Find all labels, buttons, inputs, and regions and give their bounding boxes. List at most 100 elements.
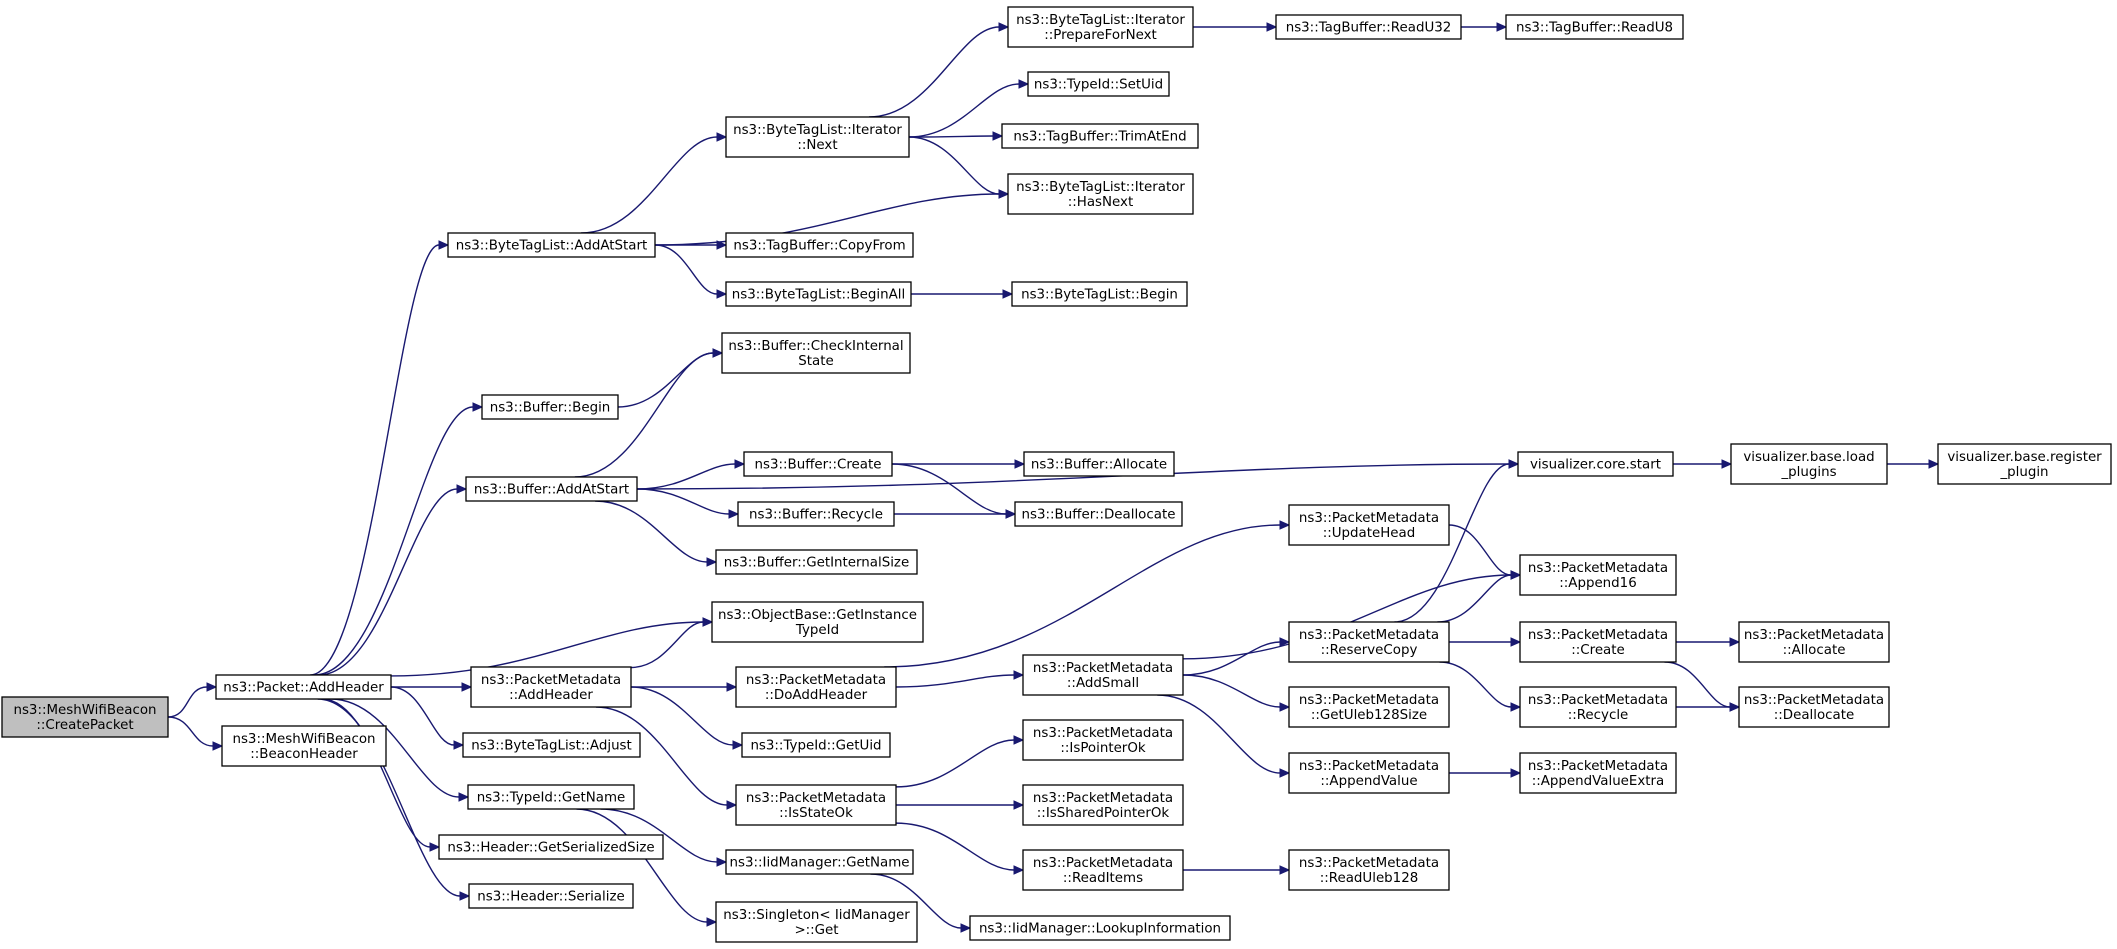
edge-pm-update-head-to-pm-append16 [1448, 524, 1522, 580]
node-root[interactable]: ns3::MeshWifiBeacon::CreatePacket [1, 696, 169, 738]
node-box [725, 849, 914, 875]
node-label: _plugin [1999, 465, 2048, 480]
node-btli-has-next[interactable]: ns3::ByteTagList::Iterator::HasNext [1007, 173, 1194, 215]
node-type-id-get-uid[interactable]: ns3::TypeId::GetUid [741, 732, 891, 758]
node-buf-add-at-start[interactable]: ns3::Buffer::AddAtStart [465, 476, 638, 502]
node-buf-get-internal-size[interactable]: ns3::Buffer::GetInternalSize [715, 549, 918, 575]
arrowhead [716, 857, 728, 867]
node-pm-is-shared-pointer-ok[interactable]: ns3::PacketMetadata::IsSharedPointerOk [1022, 784, 1184, 826]
node-label: ns3::Header::GetSerializedSize [447, 841, 654, 856]
node-iid-get-name[interactable]: ns3::IidManager::GetName [725, 849, 914, 875]
node-box [1738, 621, 1890, 663]
node-tb-read-u32[interactable]: ns3::TagBuffer::ReadU32 [1275, 14, 1462, 40]
node-btli-next[interactable]: ns3::ByteTagList::Iterator::Next [725, 116, 910, 158]
node-buf-recycle[interactable]: ns3::Buffer::Recycle [737, 501, 895, 527]
node-box [447, 232, 656, 258]
edge-pm-add-header-to-get-instance-type-id [630, 617, 714, 669]
node-pm-recycle[interactable]: ns3::PacketMetadata::Recycle [1519, 686, 1677, 728]
node-label: ns3::ByteTagList::AddAtStart [456, 239, 648, 254]
node-label: ::Recycle [1568, 708, 1629, 723]
edge-add-header-to-hdr-serialize [317, 698, 471, 901]
node-pm-create[interactable]: ns3::PacketMetadata::Create [1519, 621, 1677, 663]
edge-buf-recycle-to-buf-deallocate [893, 509, 1017, 519]
nodes-layer: ns3::MeshWifiBeacon::CreatePacketns3::Pa… [1, 6, 2112, 943]
node-pm-reserve-copy[interactable]: ns3::PacketMetadata::ReserveCopy [1288, 621, 1450, 663]
node-pm-allocate[interactable]: ns3::PacketMetadata::Allocate [1738, 621, 1890, 663]
node-add-header[interactable]: ns3::Packet::AddHeader [215, 674, 392, 700]
node-label: ns3::PacketMetadata [746, 791, 886, 806]
node-label: ns3::Header::Serialize [477, 890, 624, 905]
arrowhead [1496, 22, 1508, 32]
node-tb-read-u8[interactable]: ns3::TagBuffer::ReadU8 [1505, 14, 1684, 40]
node-pm-add-small[interactable]: ns3::PacketMetadata::AddSmall [1022, 654, 1184, 696]
node-viz-core-start[interactable]: visualizer.core.start [1517, 451, 1674, 477]
node-btli-prepare[interactable]: ns3::ByteTagList::Iterator::PrepareForNe… [1007, 6, 1194, 48]
node-box [737, 501, 895, 527]
node-tb-copy-from[interactable]: ns3::TagBuffer::CopyFrom [725, 232, 914, 258]
arrowhead [461, 682, 473, 692]
node-buf-begin[interactable]: ns3::Buffer::Begin [481, 394, 619, 420]
node-pm-read-items[interactable]: ns3::PacketMetadata::ReadItems [1022, 849, 1184, 891]
edge-btl-add-at-start-to-btl-begin-all [654, 244, 728, 299]
node-buf-allocate[interactable]: ns3::Buffer::Allocate [1023, 451, 1175, 477]
arrowhead [1510, 637, 1522, 647]
node-btl-add-at-start[interactable]: ns3::ByteTagList::AddAtStart [447, 232, 656, 258]
node-pm-is-pointer-ok[interactable]: ns3::PacketMetadata::IsPointerOk [1022, 719, 1184, 761]
node-pm-append-value-extra[interactable]: ns3::PacketMetadata::AppendValueExtra [1519, 752, 1677, 794]
edge-line [908, 83, 1020, 138]
node-hdr-serialize[interactable]: ns3::Header::Serialize [468, 883, 634, 909]
node-label: ns3::PacketMetadata [1744, 693, 1884, 708]
arrowhead [456, 484, 468, 494]
node-label: ns3::TagBuffer::ReadU8 [1516, 21, 1673, 36]
node-label: ns3::PacketMetadata [1299, 693, 1439, 708]
node-label: ::UpdateHead [1323, 526, 1416, 541]
node-hdr-get-serialized-size[interactable]: ns3::Header::GetSerializedSize [438, 834, 664, 860]
node-btl-begin-all[interactable]: ns3::ByteTagList::BeginAll [725, 281, 912, 307]
node-type-id-set-uid[interactable]: ns3::TypeId::SetUid [1027, 71, 1170, 97]
edge-add-header-to-btl-adjust [390, 686, 465, 750]
node-box [735, 784, 897, 826]
node-pm-append16[interactable]: ns3::PacketMetadata::Append16 [1519, 554, 1677, 596]
node-label: ::AppendValue [1320, 774, 1417, 789]
node-iid-lookup[interactable]: ns3::IidManager::LookupInformation [969, 915, 1231, 941]
arrowhead [206, 682, 218, 692]
edge-line [908, 135, 994, 138]
node-pm-add-header[interactable]: ns3::PacketMetadata::AddHeader [470, 666, 632, 708]
node-pm-read-uleb128[interactable]: ns3::PacketMetadata::ReadUleb128 [1288, 849, 1450, 891]
node-pm-append-value[interactable]: ns3::PacketMetadata::AppendValue [1288, 752, 1450, 794]
node-singleton-get[interactable]: ns3::Singleton< IidManager >::Get [715, 901, 918, 943]
node-box [725, 116, 910, 158]
node-label: ::IsPointerOk [1060, 741, 1145, 756]
node-pm-deallocate[interactable]: ns3::PacketMetadata::Deallocate [1738, 686, 1890, 728]
node-label: ::GetUleb128Size [1311, 708, 1427, 723]
node-label: ns3::MeshWifiBeacon [232, 732, 375, 747]
arrowhead [998, 189, 1010, 199]
node-pm-do-add-header[interactable]: ns3::PacketMetadata::DoAddHeader [735, 666, 897, 708]
node-label: ns3::ByteTagList::Begin [1021, 288, 1178, 303]
node-type-id-get-name[interactable]: ns3::TypeId::GetName [467, 784, 635, 810]
node-viz-load-plugins[interactable]: visualizer.base.load_plugins [1730, 443, 1888, 485]
edge-buf-add-at-start-to-buf-get-internal-size [595, 500, 718, 567]
node-btl-begin[interactable]: ns3::ByteTagList::Begin [1011, 281, 1188, 307]
node-pm-is-state-ok[interactable]: ns3::PacketMetadata::IsStateOk [735, 784, 897, 826]
edge-line [390, 621, 704, 677]
arrowhead [726, 682, 738, 692]
node-viz-register-plugin[interactable]: visualizer.base.register_plugin [1937, 443, 2112, 485]
node-box [741, 732, 891, 758]
arrowhead [1002, 289, 1014, 299]
node-buf-create[interactable]: ns3::Buffer::Create [743, 451, 893, 477]
node-tb-trim-at-end[interactable]: ns3::TagBuffer::TrimAtEnd [1001, 123, 1199, 149]
edge-line [654, 244, 718, 295]
node-box [1937, 443, 2112, 485]
node-pm-update-head[interactable]: ns3::PacketMetadata::UpdateHead [1288, 504, 1450, 546]
arrowhead [1266, 22, 1278, 32]
node-box [1519, 752, 1677, 794]
node-label: ::CreatePacket [36, 718, 133, 733]
edge-viz-load-plugins-to-viz-register-plugin [1886, 459, 1940, 469]
node-pm-get-uleb128-size[interactable]: ns3::PacketMetadata::GetUleb128Size [1288, 686, 1450, 728]
node-btl-adjust[interactable]: ns3::ByteTagList::Adjust [462, 732, 641, 758]
node-buf-deallocate[interactable]: ns3::Buffer::Deallocate [1014, 501, 1183, 527]
node-beacon-header[interactable]: ns3::MeshWifiBeacon::BeaconHeader [221, 725, 387, 767]
